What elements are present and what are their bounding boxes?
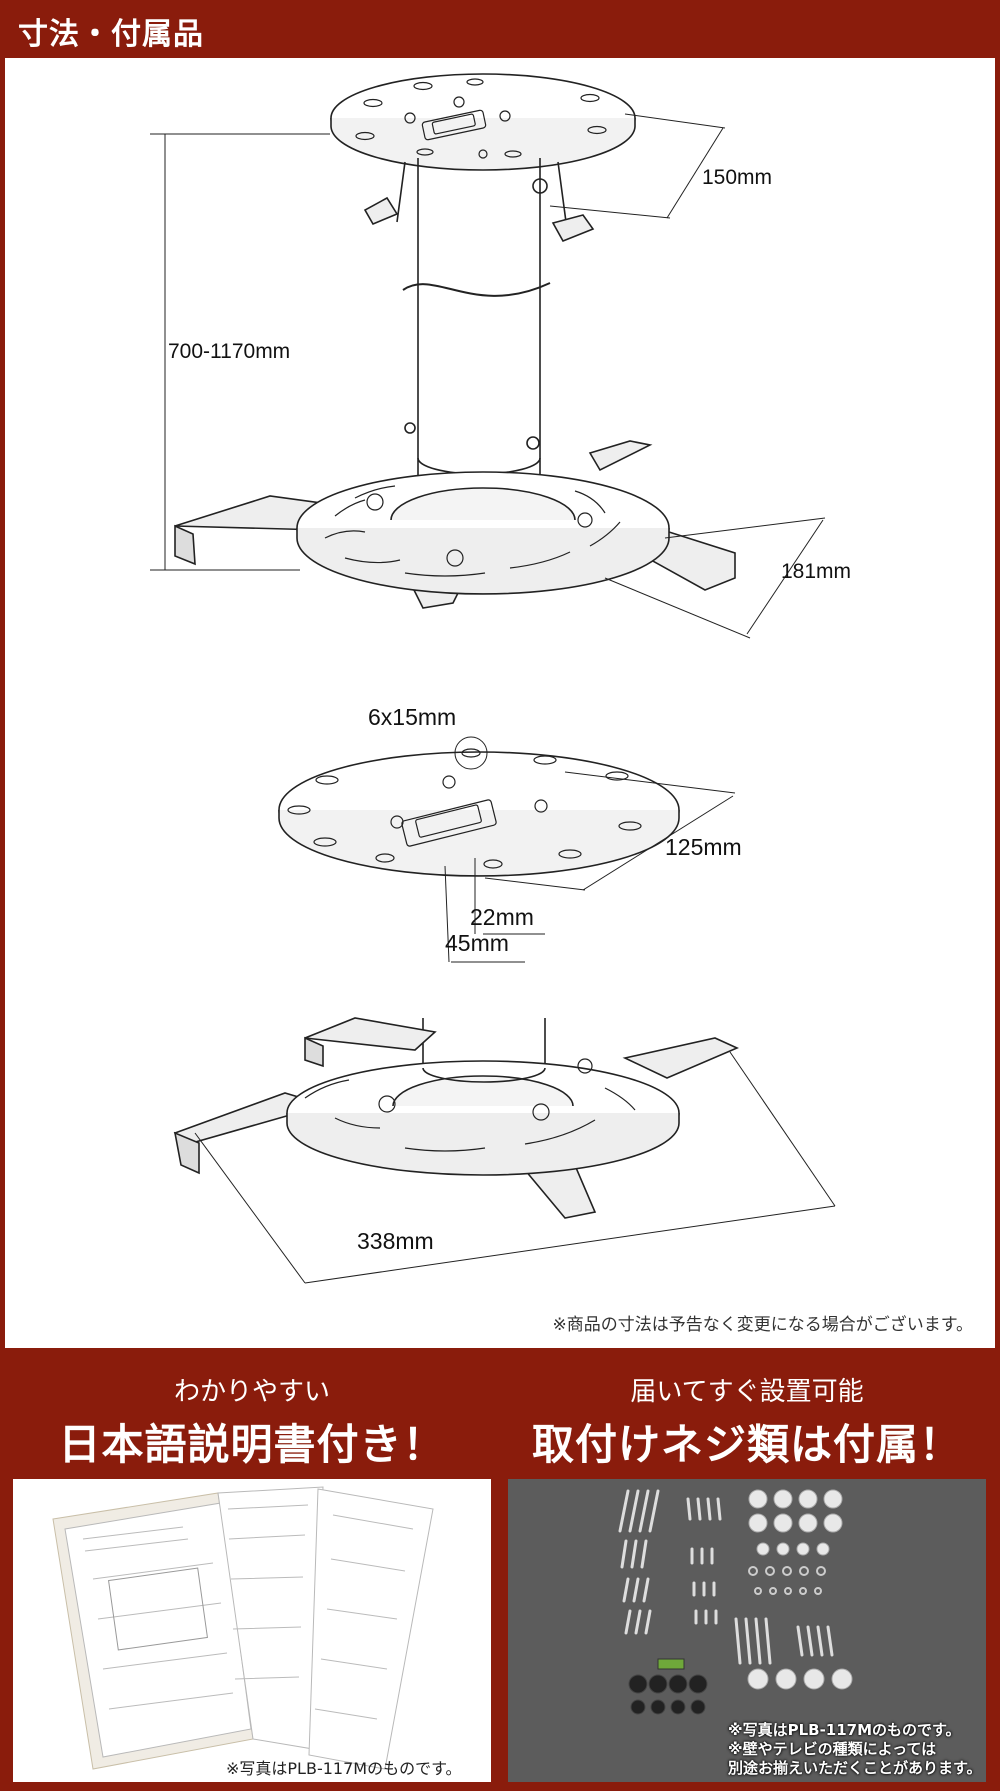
manual-card-title: 日本語説明書付き！ — [58, 1420, 446, 1469]
screws-photo-note-3: 別途お揃えいただくことがあります。 — [728, 1759, 982, 1777]
dim-mount-width: 181mm — [781, 560, 852, 583]
manual-card-subtitle: わかりやすい — [173, 1377, 330, 1407]
dim-height: 700-1170mm — [168, 340, 291, 363]
manual-card-header: わかりやすい 日本語説明書付き！ — [13, 1355, 491, 1479]
dim-inner-width: 22mm — [470, 904, 534, 930]
base-plate-illustration — [174, 440, 736, 609]
dim-top-plate: 150mm — [702, 166, 773, 189]
screws-card-header: 届いてすぐ設置可能 取付けネジ類は付属！ — [508, 1355, 986, 1479]
dim-lines-middle — [444, 771, 736, 963]
screws-photo-note-2: ※壁やテレビの種類によっては — [728, 1740, 937, 1758]
pole-illustration — [363, 158, 595, 488]
dim-inner-length: 45mm — [445, 930, 509, 956]
mount-diagram — [150, 73, 836, 1284]
screws-photo: ※写真はPLB-117Mのものです。 ※壁やテレビの種類によっては 別途お揃えい… — [508, 1479, 986, 1782]
manual-photo-note: ※写真はPLB-117Mのものです。 — [226, 1759, 462, 1778]
size-change-note: ※商品の寸法は予告なく変更になる場合がございます。 — [552, 1315, 973, 1335]
manual-photo: ※写真はPLB-117Mのものです。 — [13, 1479, 491, 1782]
dim-lines-top — [150, 113, 826, 639]
top-plate-illustration — [330, 73, 636, 171]
screws-card: 届いてすぐ設置可能 取付けネジ類は付属！ — [505, 1352, 989, 1785]
dim-arm-span: 338mm — [357, 1228, 434, 1254]
screws-photo-note-1: ※写真はPLB-117Mのものです。 — [728, 1721, 961, 1739]
bottom-base-illustration — [173, 1017, 739, 1219]
screws-card-subtitle: 届いてすぐ設置可能 — [630, 1377, 864, 1407]
dim-slot-size: 6x15mm — [368, 704, 457, 730]
page-title: 寸法・付属品 — [18, 17, 204, 52]
dimension-panel: 150mm 700-1170mm 181mm 6x15mm 125mm 22mm… — [5, 58, 995, 1348]
mounting-plate-illustration — [278, 736, 680, 877]
screws-card-title: 取付けネジ類は付属！ — [531, 1420, 962, 1469]
manual-card: わかりやすい 日本語説明書付き！ ※写真はPLB-117Mのもので — [10, 1352, 494, 1785]
header-bar: 寸法・付属品 — [0, 0, 1000, 58]
dim-lines-bottom — [194, 1051, 836, 1284]
dim-hole-spacing: 125mm — [665, 834, 742, 860]
